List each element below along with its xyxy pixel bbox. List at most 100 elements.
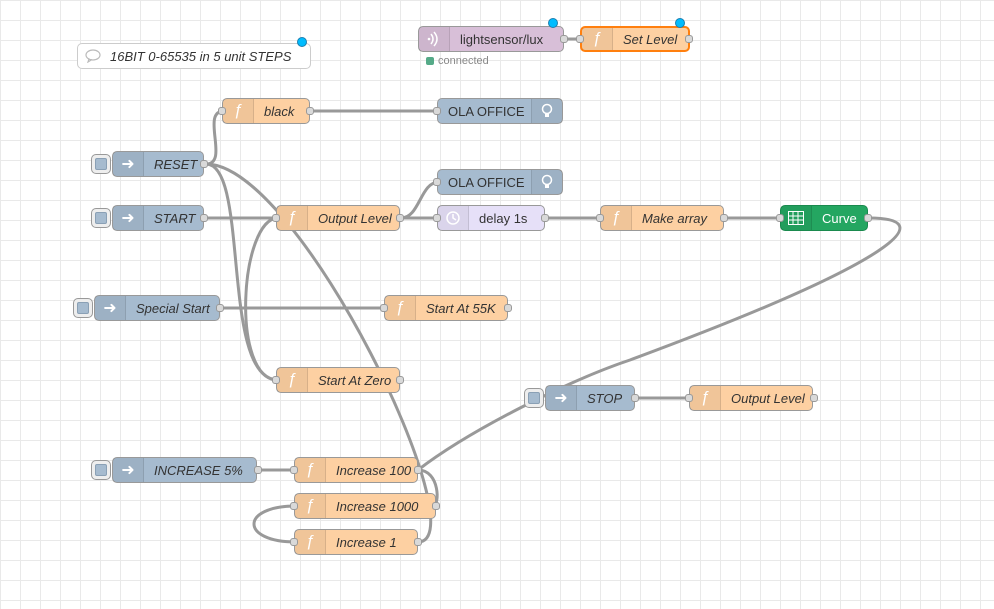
changed-badge: [675, 18, 685, 28]
stop-inject-button[interactable]: [524, 388, 544, 408]
mqtt-in-node[interactable]: lightsensor/lux: [418, 26, 564, 52]
delay-node[interactable]: delay 1s: [437, 205, 545, 231]
increase5-inject-button[interactable]: [91, 460, 111, 480]
function-icon: ƒ: [690, 386, 721, 410]
black-output-port[interactable]: [306, 107, 314, 115]
wire-reset-inc1[interactable]: [205, 162, 433, 544]
function-icon: ƒ: [582, 28, 613, 50]
start-node[interactable]: ➜ START: [112, 205, 204, 231]
increase100-input-port[interactable]: [290, 466, 298, 474]
start-zero-label: Start At Zero: [318, 372, 392, 388]
curve-input-port[interactable]: [776, 214, 784, 222]
ola-office-1-input-port[interactable]: [433, 107, 441, 115]
delay-input-port[interactable]: [433, 214, 441, 222]
function-icon: ƒ: [385, 296, 416, 320]
comment-node[interactable]: 16BIT 0-65535 in 5 unit STEPS: [77, 43, 311, 69]
stop-output-port[interactable]: [631, 394, 639, 402]
set-level-output-port[interactable]: [685, 35, 693, 43]
increase5-label: INCREASE 5%: [154, 462, 243, 478]
increase5-node[interactable]: ➜ INCREASE 5%: [112, 457, 257, 483]
increase1-output-port[interactable]: [414, 538, 422, 546]
special-start-inject-button[interactable]: [73, 298, 93, 318]
reset-inject-button[interactable]: [91, 154, 111, 174]
chart-icon: [781, 206, 812, 230]
ola-office-label-2: OLA OFFICE: [448, 174, 525, 190]
increase1000-label: Increase 1000: [336, 498, 419, 514]
make-array-input-port[interactable]: [596, 214, 604, 222]
wire-curve-stop[interactable]: [417, 216, 902, 472]
increase1000-node[interactable]: ƒ Increase 1000: [294, 493, 436, 519]
ola-office-label-1: OLA OFFICE: [448, 103, 525, 119]
start-output-port[interactable]: [200, 214, 208, 222]
mqtt-output-port[interactable]: [560, 35, 568, 43]
increase1-node[interactable]: ƒ Increase 1: [294, 529, 418, 555]
start-zero-input-port[interactable]: [272, 376, 280, 384]
curve-node[interactable]: Curve: [780, 205, 868, 231]
changed-badge: [297, 37, 307, 47]
black-label: black: [264, 103, 295, 119]
output-level-2-output-port[interactable]: [810, 394, 818, 402]
start-55k-node[interactable]: ƒ Start At 55K: [384, 295, 508, 321]
start-zero-node[interactable]: ƒ Start At Zero: [276, 367, 400, 393]
mqtt-label: lightsensor/lux: [460, 31, 544, 47]
lightbulb-icon: [531, 99, 562, 123]
start-55k-output-port[interactable]: [504, 304, 512, 312]
mqtt-status: connected: [426, 55, 489, 67]
wire-inc1000-inc1[interactable]: [252, 504, 297, 544]
delay-output-port[interactable]: [541, 214, 549, 222]
arrow-in-icon: ➜: [113, 206, 144, 230]
function-icon: ƒ: [277, 368, 308, 392]
reset-node[interactable]: ➜ RESET: [112, 151, 204, 177]
timer-icon: [438, 206, 469, 230]
arrow-in-icon: ➜: [113, 458, 144, 482]
mqtt-status-text: connected: [438, 55, 489, 67]
set-level-node[interactable]: ƒ Set Level: [580, 26, 690, 52]
special-start-output-port[interactable]: [216, 304, 224, 312]
increase1-input-port[interactable]: [290, 538, 298, 546]
output-level-node-2[interactable]: ƒ Output Level: [689, 385, 813, 411]
wifi-icon: [419, 27, 450, 51]
set-level-input-port[interactable]: [576, 35, 584, 43]
function-icon: ƒ: [277, 206, 308, 230]
start-inject-button[interactable]: [91, 208, 111, 228]
function-icon: ƒ: [601, 206, 632, 230]
increase100-output-port[interactable]: [414, 466, 422, 474]
increase5-output-port[interactable]: [254, 466, 262, 474]
special-start-node[interactable]: ➜ Special Start: [94, 295, 220, 321]
function-icon: ƒ: [295, 494, 326, 518]
make-array-node[interactable]: ƒ Make array: [600, 205, 724, 231]
function-icon: ƒ: [295, 458, 326, 482]
output-level-input-port[interactable]: [272, 214, 280, 222]
ola-office-node-1[interactable]: OLA OFFICE: [437, 98, 563, 124]
black-node[interactable]: ƒ black: [222, 98, 310, 124]
output-level-label-2: Output Level: [731, 390, 805, 406]
output-level-2-input-port[interactable]: [685, 394, 693, 402]
increase1000-output-port[interactable]: [432, 502, 440, 510]
status-dot: [426, 57, 434, 65]
curve-label: Curve: [822, 210, 857, 226]
stop-node[interactable]: ➜ STOP: [545, 385, 635, 411]
curve-output-port[interactable]: [864, 214, 872, 222]
wire-outputlevel-ola2[interactable]: [400, 180, 440, 220]
function-icon: ƒ: [295, 530, 326, 554]
wire-reset-startzero[interactable]: [205, 162, 279, 382]
output-level-label: Output Level: [318, 210, 392, 226]
output-level-output-port[interactable]: [396, 214, 404, 222]
arrow-in-icon: ➜: [546, 386, 577, 410]
increase100-node[interactable]: ƒ Increase 100: [294, 457, 418, 483]
reset-output-port[interactable]: [200, 160, 208, 168]
start-55k-input-port[interactable]: [380, 304, 388, 312]
set-level-label: Set Level: [623, 31, 678, 47]
wire-startzero-outputlevel[interactable]: [244, 216, 279, 382]
comment-label: 16BIT 0-65535 in 5 unit STEPS: [110, 48, 292, 64]
increase1000-input-port[interactable]: [290, 502, 298, 510]
start-zero-output-port[interactable]: [396, 376, 404, 384]
increase100-label: Increase 100: [336, 462, 412, 478]
ola-office-2-input-port[interactable]: [433, 178, 441, 186]
special-start-label: Special Start: [136, 300, 210, 316]
make-array-output-port[interactable]: [720, 214, 728, 222]
black-input-port[interactable]: [218, 107, 226, 115]
output-level-node[interactable]: ƒ Output Level: [276, 205, 400, 231]
ola-office-node-2[interactable]: OLA OFFICE: [437, 169, 563, 195]
